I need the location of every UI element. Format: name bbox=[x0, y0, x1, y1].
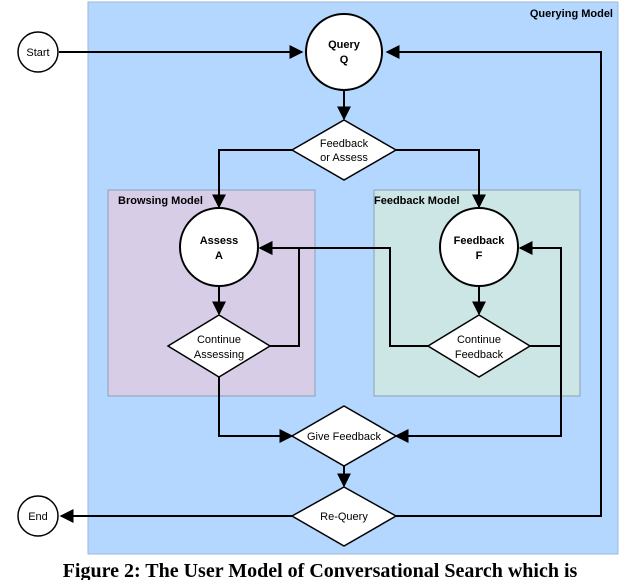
svg-text:or Assess: or Assess bbox=[320, 152, 368, 164]
edge-decision-to-assess bbox=[212, 149, 293, 209]
edge-continue-feedback-to-assess bbox=[258, 241, 429, 347]
figure-caption: Figure 2: The User Model of Conversation… bbox=[62, 560, 578, 580]
svg-text:A: A bbox=[215, 250, 223, 262]
svg-text:Give Feedback: Give Feedback bbox=[307, 431, 381, 443]
edge-continue-feedback-loop bbox=[518, 241, 562, 347]
svg-text:Re-Query: Re-Query bbox=[320, 511, 368, 523]
continue-assessing-decision: Continue Assessing bbox=[166, 314, 272, 378]
svg-text:Query: Query bbox=[328, 39, 361, 51]
feedback-or-assess-decision: Feedback or Assess bbox=[290, 119, 398, 181]
svg-text:Assessing: Assessing bbox=[194, 349, 244, 361]
edge-continue-assessing-to-give bbox=[218, 377, 294, 443]
give-feedback-decision: Give Feedback bbox=[290, 405, 398, 467]
svg-text:Continue: Continue bbox=[197, 334, 241, 346]
svg-text:Feedback: Feedback bbox=[320, 138, 369, 150]
start-node: Start bbox=[17, 31, 59, 73]
end-node: End bbox=[17, 495, 59, 537]
edge-requery-to-query bbox=[385, 45, 602, 517]
query-node: Query Q bbox=[305, 13, 383, 91]
querying-model-label: Querying Model bbox=[530, 8, 613, 20]
assess-node: Assess A bbox=[179, 207, 259, 287]
svg-text:Feedback: Feedback bbox=[454, 235, 506, 247]
requery-decision: Re-Query bbox=[290, 486, 398, 547]
svg-text:Assess: Assess bbox=[200, 235, 239, 247]
edge-decision-to-feedback bbox=[395, 149, 486, 209]
svg-text:F: F bbox=[476, 250, 483, 262]
continue-feedback-decision: Continue Feedback bbox=[426, 314, 532, 378]
svg-text:Feedback: Feedback bbox=[455, 349, 504, 361]
edge-feedback-path-to-give bbox=[394, 346, 562, 443]
svg-text:End: End bbox=[28, 511, 48, 523]
feedback-node: Feedback F bbox=[439, 207, 519, 287]
svg-text:Start: Start bbox=[26, 47, 49, 59]
browsing-model-label: Browsing Model bbox=[118, 195, 203, 207]
feedback-model-label: Feedback Model bbox=[374, 195, 460, 207]
svg-text:Q: Q bbox=[340, 54, 349, 66]
svg-text:Continue: Continue bbox=[457, 334, 501, 346]
